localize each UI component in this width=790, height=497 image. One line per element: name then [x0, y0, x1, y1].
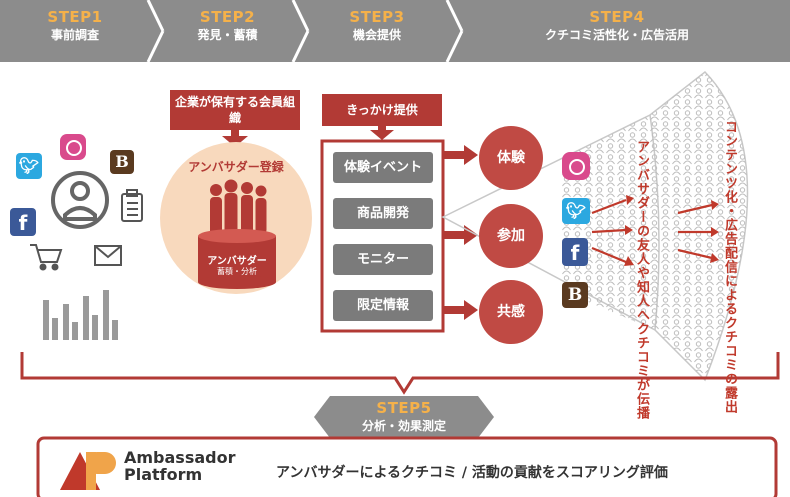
- instagram-icon: [60, 134, 86, 160]
- step2-header: STEP2 発見・蓄積: [155, 8, 300, 43]
- content-ad-text: コンテンツ化・広告配信によるクチコミの露出: [722, 120, 737, 414]
- step3-header: STEP3 機会提供: [302, 8, 452, 43]
- friend-spread-text: アンバサダーの友人や知人へクチコミが伝播: [634, 140, 649, 420]
- brand-line2: Platform: [124, 465, 203, 484]
- step4-header: STEP4 クチコミ活性化・広告活用: [462, 8, 772, 43]
- twitter-icon: 🐦︎: [562, 198, 590, 224]
- user-profile-icon: [51, 171, 109, 229]
- step2-sub: 発見・蓄積: [197, 28, 258, 42]
- step3-sub: 機会提供: [352, 28, 401, 42]
- opportunity-box: [322, 94, 442, 126]
- blogger-icon: B: [110, 150, 134, 174]
- opportunity-arrows: [443, 145, 478, 320]
- summary-brace: [20, 352, 780, 395]
- step2-name: STEP2: [199, 8, 256, 26]
- facebook-icon: f: [10, 208, 36, 236]
- step5-name: STEP5: [376, 399, 432, 417]
- reaction-empathy: 共感: [479, 280, 543, 344]
- step1-sub: 事前調査: [50, 28, 99, 42]
- reaction-experience: 体験: [479, 126, 543, 190]
- footer-frame: [36, 436, 778, 497]
- step4-band: [447, 0, 790, 62]
- pedestal-sub: 蓄積・分析: [217, 267, 257, 276]
- facebook-icon: f: [562, 238, 588, 266]
- experience-event-button: 体験イベント: [333, 152, 433, 183]
- footer-tagline: アンバサダーによるクチコミ / 活動の貢献をスコアリング評価: [276, 465, 668, 481]
- step3-band: [293, 0, 462, 62]
- reaction-participation: 参加: [479, 204, 543, 268]
- step5-band: [314, 396, 494, 438]
- brand-line1: Ambassador: [124, 448, 236, 467]
- step1-header: STEP1 事前調査: [0, 8, 150, 43]
- step5-header: STEP5 分析・効果測定: [326, 399, 482, 434]
- people-crowd-icon: [560, 72, 748, 380]
- propagation-arrows: [591, 195, 719, 266]
- step5-sub: 分析・効果測定: [361, 419, 446, 433]
- bar-chart-icon: [43, 290, 118, 340]
- step1-name: STEP1: [47, 8, 103, 26]
- exclusive-info-button: 限定情報: [333, 290, 433, 321]
- cart-icon: [30, 244, 63, 271]
- blogger-icon: B: [562, 282, 588, 308]
- pedestal-title: アンバサダー: [207, 256, 267, 267]
- ambassador-registration-label: アンバサダー登録: [188, 160, 284, 174]
- product-development-button: 商品開発: [333, 198, 433, 229]
- mail-icon: [94, 245, 122, 266]
- member-org-label: 企業が保有する会員組織: [170, 90, 300, 130]
- step4-name: STEP4: [589, 8, 645, 26]
- opportunity-label: きっかけ提供: [346, 103, 418, 117]
- twitter-icon: 🐦︎: [16, 153, 42, 179]
- ambassador-platform-logo: [60, 452, 116, 490]
- people-silhouettes-icon: [210, 179, 267, 237]
- step1-band: [0, 0, 163, 62]
- clipboard-icon: [121, 189, 143, 222]
- brand-name: Ambassador Platform: [124, 449, 235, 483]
- instagram-icon: [562, 152, 590, 180]
- step2-band: [148, 0, 308, 62]
- step4-sub: クチコミ活性化・広告活用: [544, 28, 689, 42]
- step3-name: STEP3: [349, 8, 405, 26]
- monitor-button: モニター: [333, 244, 433, 275]
